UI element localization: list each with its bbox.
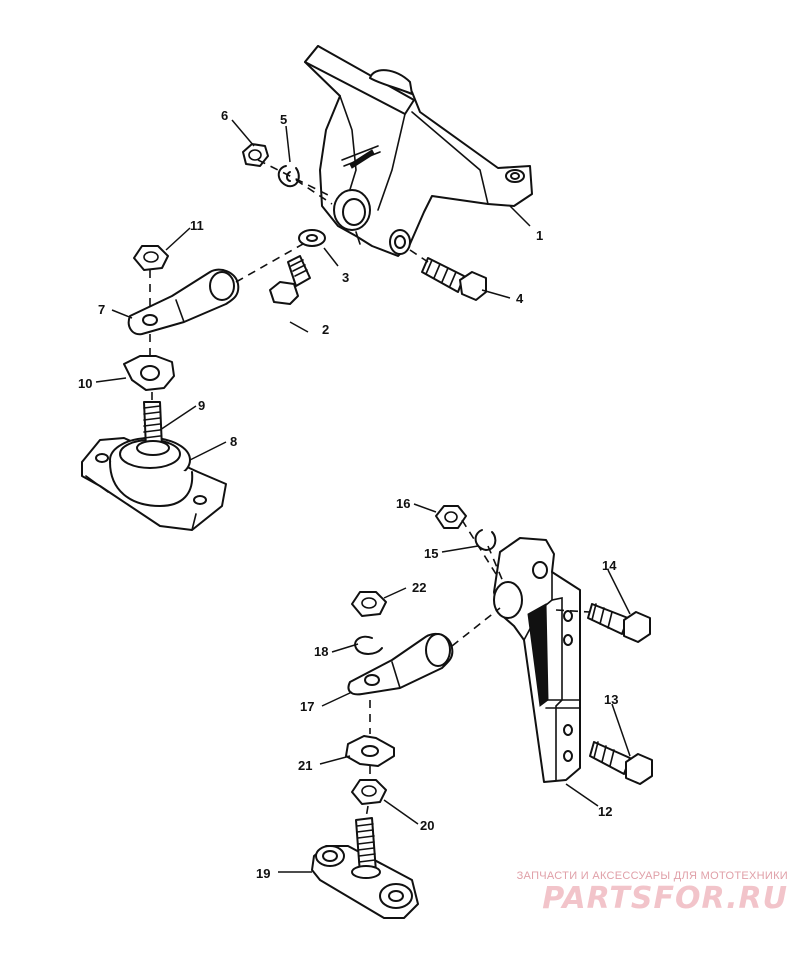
part-7-link bbox=[127, 268, 240, 336]
watermark-logo: PARTSFOR.RU bbox=[542, 881, 788, 916]
callout-7: 7 bbox=[98, 302, 105, 317]
part-9-stud bbox=[136, 401, 170, 456]
assembly-lines-lower bbox=[365, 519, 591, 819]
callout-2: 2 bbox=[322, 322, 329, 337]
callout-4: 4 bbox=[516, 291, 524, 306]
part-20-hex-nut bbox=[351, 779, 387, 805]
part-10-tab-washer bbox=[123, 355, 175, 391]
callout-3: 3 bbox=[342, 270, 349, 285]
part-15-lock-washer bbox=[474, 529, 497, 551]
part-4-long-bolt bbox=[421, 257, 487, 301]
callout-6: 6 bbox=[221, 108, 228, 123]
part-1-upper-bracket bbox=[304, 45, 533, 257]
part-19-lower-mount bbox=[311, 817, 419, 919]
callout-9: 9 bbox=[198, 398, 205, 413]
callout-8: 8 bbox=[230, 434, 237, 449]
part-21-tab-washer bbox=[345, 735, 395, 767]
callout-13: 13 bbox=[604, 692, 618, 707]
part-14-bolt bbox=[587, 603, 651, 643]
callout-17: 17 bbox=[300, 699, 314, 714]
part-22-hex-nut bbox=[351, 591, 387, 617]
callout-15: 15 bbox=[424, 546, 438, 561]
watermark: ЗАПЧАСТИ И АКСЕССУАРЫ ДЛЯ МОТОТЕХНИКИ PA… bbox=[488, 870, 788, 916]
callout-leaders bbox=[95, 119, 631, 873]
assembly-lines-upper bbox=[149, 159, 429, 402]
callout-12: 12 bbox=[598, 804, 612, 819]
callout-14: 14 bbox=[602, 558, 617, 573]
callout-10: 10 bbox=[78, 376, 92, 391]
callout-16: 16 bbox=[396, 496, 410, 511]
callout-1: 1 bbox=[536, 228, 543, 243]
part-12-lower-bracket bbox=[493, 537, 581, 783]
callout-20: 20 bbox=[420, 818, 434, 833]
callout-18: 18 bbox=[314, 644, 328, 659]
watermark-tagline: ЗАПЧАСТИ И АКСЕССУАРЫ ДЛЯ МОТОТЕХНИКИ bbox=[516, 870, 788, 882]
part-16-hex-nut bbox=[435, 505, 467, 529]
callout-11: 11 bbox=[190, 218, 204, 233]
part-2-short-bolt bbox=[269, 255, 311, 305]
part-18-lock-washer bbox=[354, 635, 383, 655]
part-13-bolt bbox=[589, 741, 653, 785]
callout-5: 5 bbox=[280, 112, 287, 127]
part-11-hex-nut bbox=[133, 245, 169, 271]
callout-22: 22 bbox=[412, 580, 426, 595]
callout-19: 19 bbox=[256, 866, 270, 881]
callout-21: 21 bbox=[298, 758, 312, 773]
callout-labels: 1 2 3 4 5 6 7 8 9 10 11 12 13 14 15 16 1… bbox=[78, 108, 618, 881]
